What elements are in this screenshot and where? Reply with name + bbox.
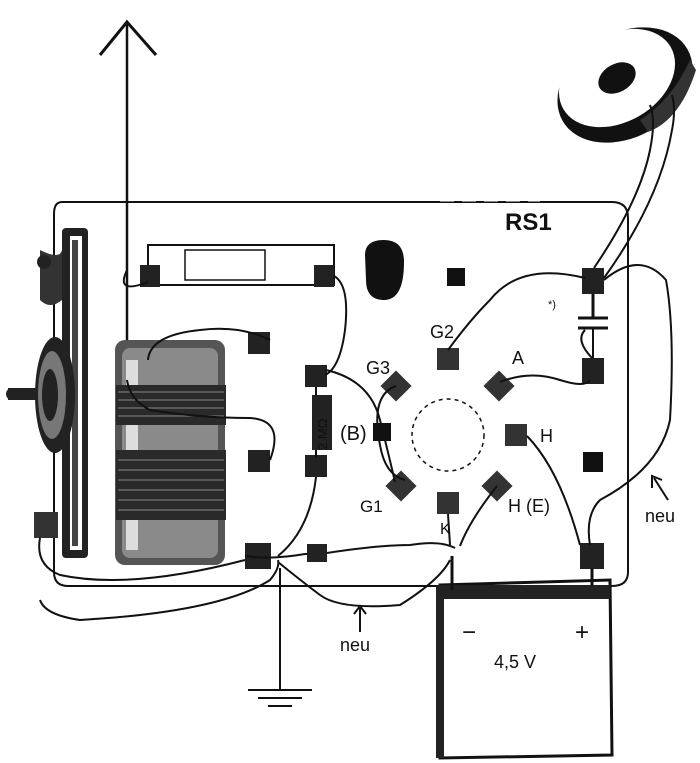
resistor-ref-label: (B) <box>340 423 367 445</box>
top-component <box>140 244 335 287</box>
pin-label-h-e: H (E) <box>508 496 550 516</box>
battery-minus: − <box>462 619 476 646</box>
terminal-clips <box>245 268 604 569</box>
tuning-knob <box>6 337 75 453</box>
neu-label-bottom: neu <box>340 635 370 655</box>
battery <box>436 556 614 760</box>
neu-label-right: neu <box>645 506 675 526</box>
resistor-value-label: 2 MΩ <box>315 418 330 450</box>
tuning-capacitor <box>34 228 88 558</box>
neu-arrow-bottom <box>353 604 367 632</box>
pin-label-k: K <box>440 521 451 538</box>
pin-label-a: A <box>512 348 524 368</box>
capacitor-note: *) <box>548 299 556 311</box>
tube-socket <box>380 348 527 514</box>
antenna-coil <box>115 340 226 565</box>
board-outline <box>53 201 629 587</box>
speaker <box>557 27 696 143</box>
ground-symbol <box>248 568 312 707</box>
pin-label-g3: G3 <box>366 358 390 378</box>
board-title: RS1 <box>505 209 552 236</box>
pin-label-g2: G2 <box>430 322 454 342</box>
resistor-2mohm <box>312 395 332 450</box>
capacitor <box>578 294 608 358</box>
pin-label-h-right: H <box>540 426 553 446</box>
neu-arrow-right <box>651 474 669 501</box>
pin-label-g1: G1 <box>360 497 383 516</box>
battery-plus: + <box>575 619 589 646</box>
wiring <box>38 94 675 622</box>
battery-voltage: 4,5 V <box>494 652 536 672</box>
